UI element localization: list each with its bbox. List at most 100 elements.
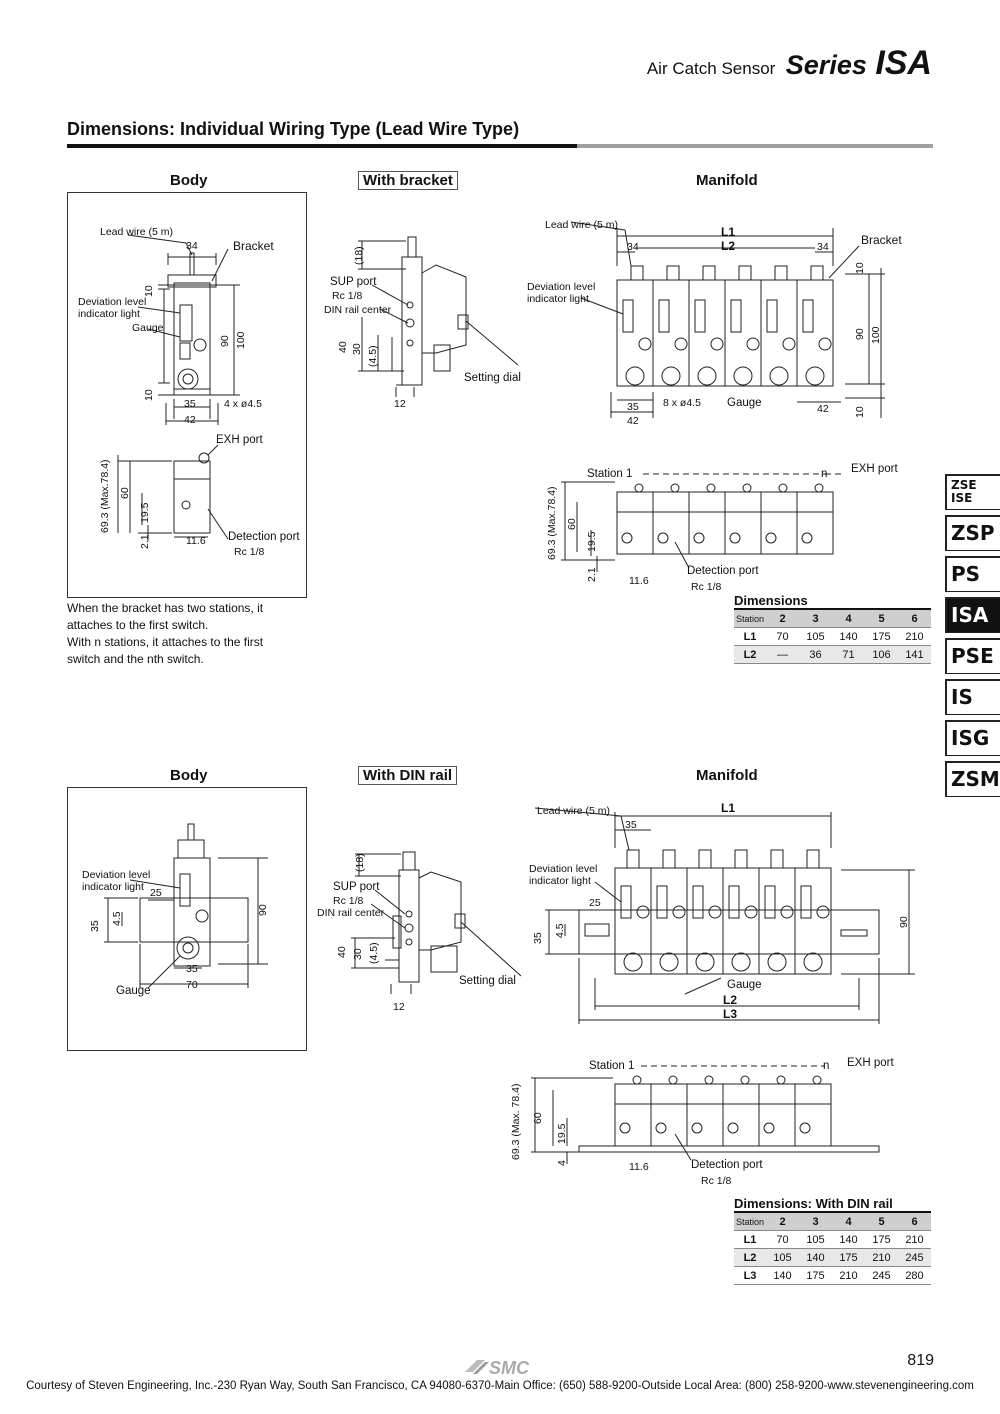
tab-zsm[interactable]: ZSM xyxy=(945,761,1000,797)
manifold-l1: L1 xyxy=(721,225,735,239)
manifold-dim-10: 10 xyxy=(854,262,866,274)
bracket-din-center: DIN rail center xyxy=(324,304,392,316)
table-cell: — xyxy=(766,645,799,664)
bracket-dim-45: (4.5) xyxy=(367,345,379,367)
manifold2-l1: L1 xyxy=(721,801,735,815)
table-cell: 245 xyxy=(898,1248,931,1267)
manifold2-l2: L2 xyxy=(723,993,737,1007)
table-cell: L1 xyxy=(734,1230,766,1249)
dim-100: 100 xyxy=(235,331,247,349)
manifold-station: Station 1 xyxy=(587,468,632,480)
table-cell: 210 xyxy=(832,1266,865,1285)
manifold-dim-42a: 42 xyxy=(627,415,639,427)
title-rule-dark xyxy=(67,144,577,148)
bottom-body-title: Body xyxy=(170,767,208,784)
header-prefix: Air Catch Sensor xyxy=(646,59,776,78)
smc-logo-icon: SMC xyxy=(465,1358,530,1378)
din-dim-45: (4.5) xyxy=(368,942,380,964)
table-header-cell: 4 xyxy=(832,1211,865,1231)
tab-isg[interactable]: ISG xyxy=(945,720,1000,756)
manifold2-indicator: indicator light xyxy=(529,875,591,887)
manifold-dim-21: 2.1 xyxy=(586,567,598,582)
bottom-body-frame: Deviation level indicator light 25 35 4.… xyxy=(67,787,307,1051)
manifold-dim-90: 90 xyxy=(854,328,866,340)
table-cell: 71 xyxy=(832,645,865,664)
table-cell: L1 xyxy=(734,627,766,646)
bracket-note: When the bracket has two stations, it at… xyxy=(67,600,317,668)
din-dim-40: 40 xyxy=(336,946,348,958)
din-dim-30: 30 xyxy=(352,948,364,960)
logo-text: SMC xyxy=(489,1358,530,1378)
tab-pse[interactable]: PSE xyxy=(945,638,1000,674)
bracket-dim-30: 30 xyxy=(351,343,363,355)
body2-dim-90: 90 xyxy=(257,904,269,916)
label-deviation: Deviation level xyxy=(78,296,146,308)
body2-gauge: Gauge xyxy=(116,985,151,997)
bottom-manifold-drawing: Lead wire (5 m) L1 35 Deviation level in… xyxy=(510,801,915,1187)
header-series-name: ISA xyxy=(875,44,932,82)
manifold-n: n xyxy=(821,468,827,480)
bracket-dim-40: 40 xyxy=(337,341,349,353)
dim-10-bottom: 10 xyxy=(143,389,155,401)
page-number: 819 xyxy=(907,1352,934,1369)
manifold2-detection-port: Detection port xyxy=(691,1159,763,1171)
din-rail-center: DIN rail center xyxy=(317,907,385,919)
table-cell: 106 xyxy=(865,645,898,664)
dim-90: 90 xyxy=(219,335,231,347)
body2-indicator: indicator light xyxy=(82,881,144,893)
footer-courtesy: Courtesy of Steven Engineering, Inc.-230… xyxy=(26,1380,974,1392)
table-row: L1 70 105 140 175 210 xyxy=(734,627,931,646)
tab-is[interactable]: IS xyxy=(945,679,1000,715)
manifold-lead-wire: Lead wire (5 m) xyxy=(545,219,618,231)
table-row: L2 — 36 71 106 141 xyxy=(734,645,931,664)
tab-zsp[interactable]: ZSP xyxy=(945,515,1000,551)
manifold2-dim-4: 4 xyxy=(556,1160,568,1166)
manifold2-gauge: Gauge xyxy=(727,979,762,991)
table-header-row: Station 2 3 4 5 6 xyxy=(734,608,931,628)
table-header-cell: 2 xyxy=(766,1211,799,1231)
table-cell: 105 xyxy=(766,1248,799,1267)
table-cell: L2 xyxy=(734,645,766,664)
label-gauge: Gauge xyxy=(132,322,164,334)
manifold2-l3: L3 xyxy=(723,1007,737,1021)
manifold2-dim-60: 60 xyxy=(532,1112,544,1124)
table-cell: 175 xyxy=(832,1248,865,1267)
top-bracket-title: With bracket xyxy=(358,171,458,190)
table-header-cell: 3 xyxy=(799,1211,832,1231)
top-bracket-drawing: (18) SUP port Rc 1/8 DIN rail center 40 … xyxy=(324,236,521,410)
table-cell: 70 xyxy=(766,627,799,646)
bracket-setting-dial: Setting dial xyxy=(464,372,521,384)
manifold2-dim-90: 90 xyxy=(898,916,910,928)
manifold-exh-port: EXH port xyxy=(851,463,898,475)
table-row: L2 105 140 175 210 245 xyxy=(734,1248,931,1267)
dim-34: 34 xyxy=(186,240,198,252)
manifold2-lead-wire: Lead wire (5 m) xyxy=(537,805,610,817)
manifold-l2: L2 xyxy=(721,239,735,253)
table-row: L3 140 175 210 245 280 xyxy=(734,1266,931,1285)
din-table-title: Dimensions: With DIN rail xyxy=(734,1196,893,1211)
section-title: Dimensions: Individual Wiring Type (Lead… xyxy=(67,119,520,139)
top-body-drawing: Lead wire (5 m) 34 Bracket Deviation lev… xyxy=(78,226,300,558)
manifold-dim-100: 100 xyxy=(870,326,882,344)
table-header-row: Station 2 3 4 5 6 xyxy=(734,1211,931,1231)
tab-ps[interactable]: PS xyxy=(945,556,1000,592)
bottom-din-drawing: (18) SUP port Rc 1/8 DIN rail center 40 … xyxy=(317,851,522,1013)
table-cell: 245 xyxy=(865,1266,898,1285)
dim-42: 42 xyxy=(184,414,196,426)
dimensions-table: Station 2 3 4 5 6 L1 70 105 140 175 210 … xyxy=(734,608,931,664)
table-cell: 140 xyxy=(832,1230,865,1249)
note-line-2: attaches to the first switch. xyxy=(67,618,209,632)
manifold2-rc: Rc 1/8 xyxy=(701,1175,732,1187)
table-cell: 141 xyxy=(898,645,931,664)
manifold-dim-195: 19.5 xyxy=(586,531,598,552)
manifold-rc: Rc 1/8 xyxy=(691,581,722,593)
bracket-rc: Rc 1/8 xyxy=(332,290,363,302)
body2-dim-25: 25 xyxy=(150,887,162,899)
bottom-manifold-title: Manifold xyxy=(696,767,758,784)
tab-isa[interactable]: ISA xyxy=(945,597,1000,633)
manifold-deviation: Deviation level xyxy=(527,281,595,293)
manifold2-dim-195: 19.5 xyxy=(556,1123,568,1144)
manifold2-dim-35: 35 xyxy=(625,819,637,831)
